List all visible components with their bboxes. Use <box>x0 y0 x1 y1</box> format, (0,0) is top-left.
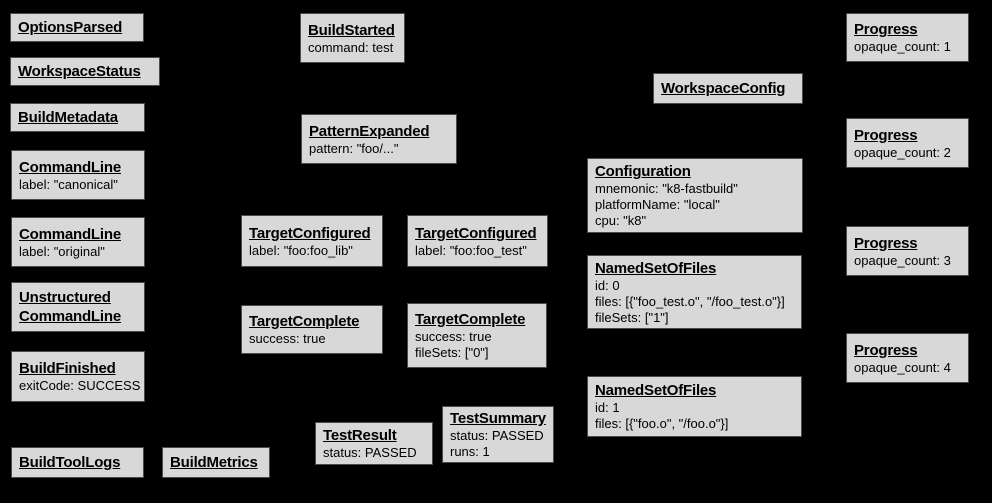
node-title: TargetConfigured <box>249 224 371 242</box>
node-title: TestResult <box>323 427 397 444</box>
node-title: CommandLine <box>19 158 121 176</box>
node-detail: files: [{"foo_test.o", "/foo_test.o"}] <box>595 293 785 309</box>
node-title: BuildToolLogs <box>19 454 121 471</box>
node-detail: success: true <box>249 331 326 346</box>
node-pattern-expanded: PatternExpanded pattern: "foo/..." <box>301 114 457 164</box>
node-detail: id: 0 <box>595 277 620 293</box>
node-workspace-status: WorkspaceStatus <box>10 57 160 86</box>
node-named-set-of-files-1: NamedSetOfFiles id: 1 files: [{"foo.o", … <box>587 376 802 437</box>
node-build-metadata: BuildMetadata <box>10 103 145 132</box>
node-detail: opaque_count: 4 <box>854 359 951 375</box>
node-title: BuildFinished <box>19 360 116 377</box>
node-named-set-of-files-0: NamedSetOfFiles id: 0 files: [{"foo_test… <box>587 255 802 329</box>
node-unstructured-command-line: Unstructured CommandLine <box>11 282 145 332</box>
node-title: NamedSetOfFiles <box>595 259 717 277</box>
node-detail: pattern: "foo/..." <box>309 140 399 156</box>
node-test-result: TestResult status: PASSED <box>315 422 433 465</box>
node-target-configured-foo-test: TargetConfigured label: "foo:foo_test" <box>407 215 548 267</box>
node-title: Progress <box>854 21 918 38</box>
node-target-complete-foo-test: TargetComplete success: true fileSets: [… <box>407 303 547 368</box>
node-detail: cpu: "k8" <box>595 213 647 228</box>
node-title: TargetComplete <box>415 311 526 328</box>
node-options-parsed: OptionsParsed <box>10 13 144 42</box>
node-build-metrics: BuildMetrics <box>162 447 270 478</box>
node-build-started: BuildStarted command: test <box>300 13 405 63</box>
node-detail: mnemonic: "k8-fastbuild" <box>595 181 738 196</box>
node-title: WorkspaceConfig <box>661 80 786 97</box>
node-command-line-original: CommandLine label: "original" <box>11 217 145 267</box>
node-title: Unstructured CommandLine <box>19 289 121 325</box>
node-title: TargetConfigured <box>415 224 537 242</box>
node-title: Progress <box>854 234 918 252</box>
node-detail: label: "foo:foo_test" <box>415 242 527 258</box>
node-detail: fileSets: ["1"] <box>595 309 669 325</box>
node-detail: id: 1 <box>595 400 620 415</box>
node-command-line-canonical: CommandLine label: "canonical" <box>11 150 145 200</box>
node-detail: status: PASSED <box>450 428 544 443</box>
node-title: BuildMetrics <box>170 454 258 471</box>
node-title: TargetComplete <box>249 313 360 330</box>
node-progress-3: Progress opaque_count: 3 <box>846 226 969 276</box>
node-detail: label: "foo:foo_lib" <box>249 242 353 258</box>
node-progress-1: Progress opaque_count: 1 <box>846 13 969 62</box>
node-test-summary: TestSummary status: PASSED runs: 1 <box>442 406 554 463</box>
node-title: CommandLine <box>19 225 121 243</box>
node-detail: opaque_count: 1 <box>854 39 951 54</box>
node-title: BuildMetadata <box>18 109 118 126</box>
node-detail: label: "canonical" <box>19 176 118 192</box>
node-title: Configuration <box>595 163 691 180</box>
node-detail: command: test <box>308 39 394 55</box>
node-build-tool-logs: BuildToolLogs <box>11 447 144 478</box>
node-title: OptionsParsed <box>18 19 123 36</box>
node-title: Progress <box>854 126 918 144</box>
node-detail: label: "original" <box>19 243 105 259</box>
node-build-finished: BuildFinished exitCode: SUCCESS <box>11 351 145 402</box>
node-detail: platformName: "local" <box>595 197 720 212</box>
node-detail: runs: 1 <box>450 444 490 459</box>
node-title: Progress <box>854 341 918 359</box>
node-workspace-config: WorkspaceConfig <box>653 73 803 104</box>
node-detail: exitCode: SUCCESS <box>19 378 141 393</box>
node-detail: opaque_count: 2 <box>854 144 951 160</box>
node-detail: status: PASSED <box>323 445 417 460</box>
node-detail: success: true <box>415 329 492 344</box>
node-detail: files: [{"foo.o", "/foo.o"}] <box>595 416 729 431</box>
node-detail: fileSets: ["0"] <box>415 345 489 360</box>
node-progress-2: Progress opaque_count: 2 <box>846 118 969 168</box>
node-configuration: Configuration mnemonic: "k8-fastbuild" p… <box>587 158 803 233</box>
node-title: NamedSetOfFiles <box>595 382 717 399</box>
node-target-complete-foo-lib: TargetComplete success: true <box>241 305 383 354</box>
node-title: WorkspaceStatus <box>18 63 141 80</box>
node-target-configured-foo-lib: TargetConfigured label: "foo:foo_lib" <box>241 215 383 267</box>
node-title: TestSummary <box>450 410 546 427</box>
node-progress-4: Progress opaque_count: 4 <box>846 333 969 383</box>
node-detail: opaque_count: 3 <box>854 252 951 268</box>
node-title: BuildStarted <box>308 21 395 39</box>
node-title: PatternExpanded <box>309 122 430 140</box>
